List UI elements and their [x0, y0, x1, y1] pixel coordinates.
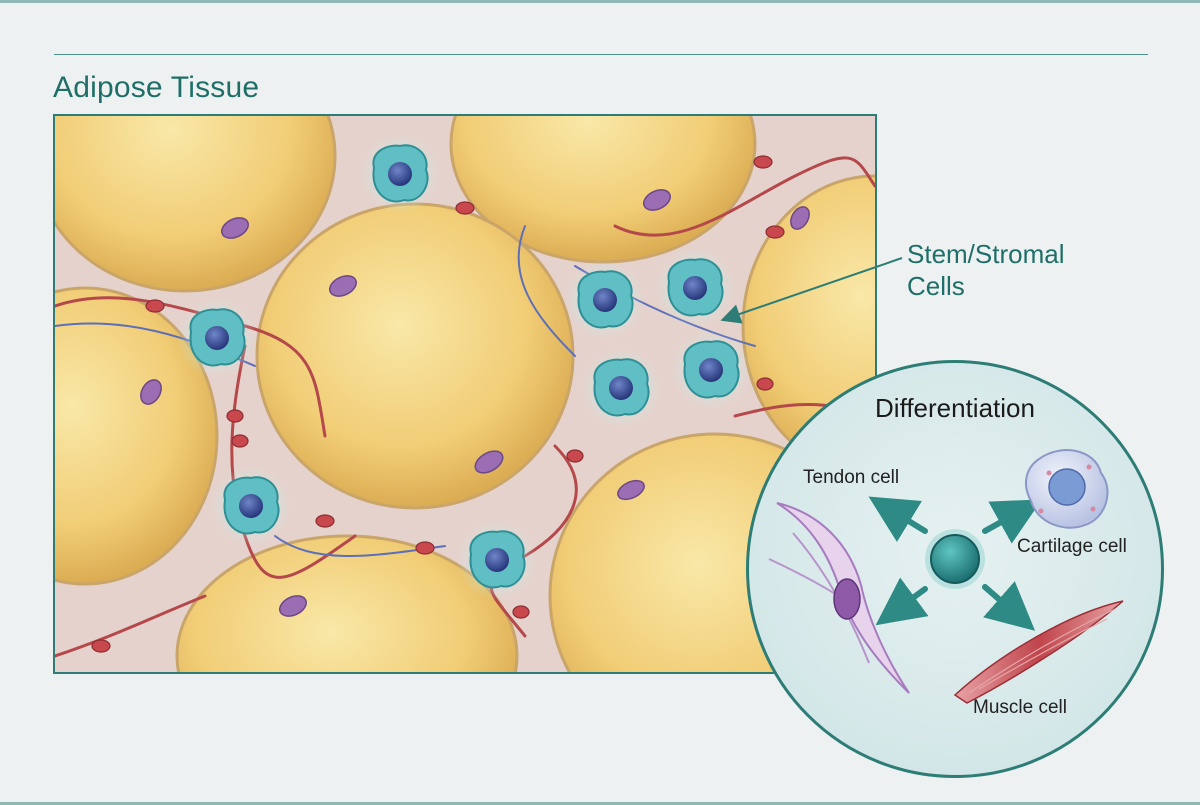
- fat-cell-nucleus: [790, 206, 810, 230]
- red-blood-cell: [415, 541, 435, 555]
- fat-cell: [55, 286, 219, 586]
- stem-cell: [655, 248, 735, 328]
- red-blood-cells: [91, 155, 785, 653]
- stem-cells: [177, 134, 751, 600]
- differentiation-arrows: [868, 496, 1042, 631]
- fat-cell-nucleus: [617, 479, 645, 501]
- fat-cell-nucleus: [474, 450, 504, 474]
- fat-cell: [55, 116, 337, 293]
- central-stem-cell: [925, 529, 985, 589]
- stem-cell: [177, 298, 257, 378]
- venule: [517, 225, 576, 357]
- capillary: [613, 156, 875, 237]
- arrow-to-fibroblast: [875, 577, 929, 626]
- top-frame-line: [0, 0, 1200, 3]
- red-blood-cell: [512, 605, 530, 619]
- fat-cell-nucleus: [140, 379, 162, 405]
- stem-stromal-cells-label: Stem/Stromal Cells: [907, 239, 1065, 301]
- red-blood-cell: [756, 377, 774, 391]
- arrow-to-tendon-cell: [868, 496, 928, 542]
- muscle-cell-label: Muscle cell: [973, 697, 1067, 718]
- differentiation-inset: Differentiation Tendon cell Cartilage ce…: [746, 360, 1164, 778]
- red-blood-cell: [566, 449, 584, 463]
- muscle-cell: [953, 600, 1124, 704]
- arrow-to-muscle-cell: [982, 581, 1036, 631]
- page-title: Adipose Tissue: [53, 71, 260, 104]
- title-rule: [54, 54, 1148, 55]
- red-blood-cell: [753, 155, 773, 169]
- fat-cell-nucleus: [221, 217, 249, 239]
- stem-cell: [581, 348, 661, 428]
- differentiation-title: Differentiation: [875, 393, 1035, 423]
- capillary: [55, 594, 207, 658]
- stem-cell: [211, 466, 291, 546]
- red-blood-cell: [226, 409, 244, 423]
- bottom-frame-line: [0, 802, 1200, 805]
- fat-cell-nuclei: [140, 189, 810, 617]
- stem-cell: [671, 330, 751, 410]
- red-blood-cell: [231, 434, 249, 448]
- fat-cell-nucleus: [279, 595, 307, 617]
- fat-cell-nucleus: [643, 189, 671, 211]
- stem-cell: [565, 260, 645, 340]
- cartilage-cell: [1024, 449, 1109, 529]
- cartilage-cell-label: Cartilage cell: [1017, 536, 1127, 557]
- stem-cell: [457, 520, 537, 600]
- stem-cell: [360, 134, 440, 214]
- fat-cell-nucleus: [329, 275, 357, 297]
- adipose-tissue-illustration: [53, 114, 877, 674]
- red-blood-cell: [455, 201, 475, 215]
- red-blood-cell: [145, 299, 165, 313]
- callout-arrow: [720, 257, 903, 324]
- red-blood-cell: [91, 639, 111, 653]
- red-blood-cell: [315, 514, 335, 528]
- tendon-cell: [768, 502, 910, 694]
- tendon-cell-label: Tendon cell: [803, 467, 900, 488]
- arrow-to-cartilage-cell: [982, 499, 1042, 544]
- red-blood-cell: [765, 225, 785, 239]
